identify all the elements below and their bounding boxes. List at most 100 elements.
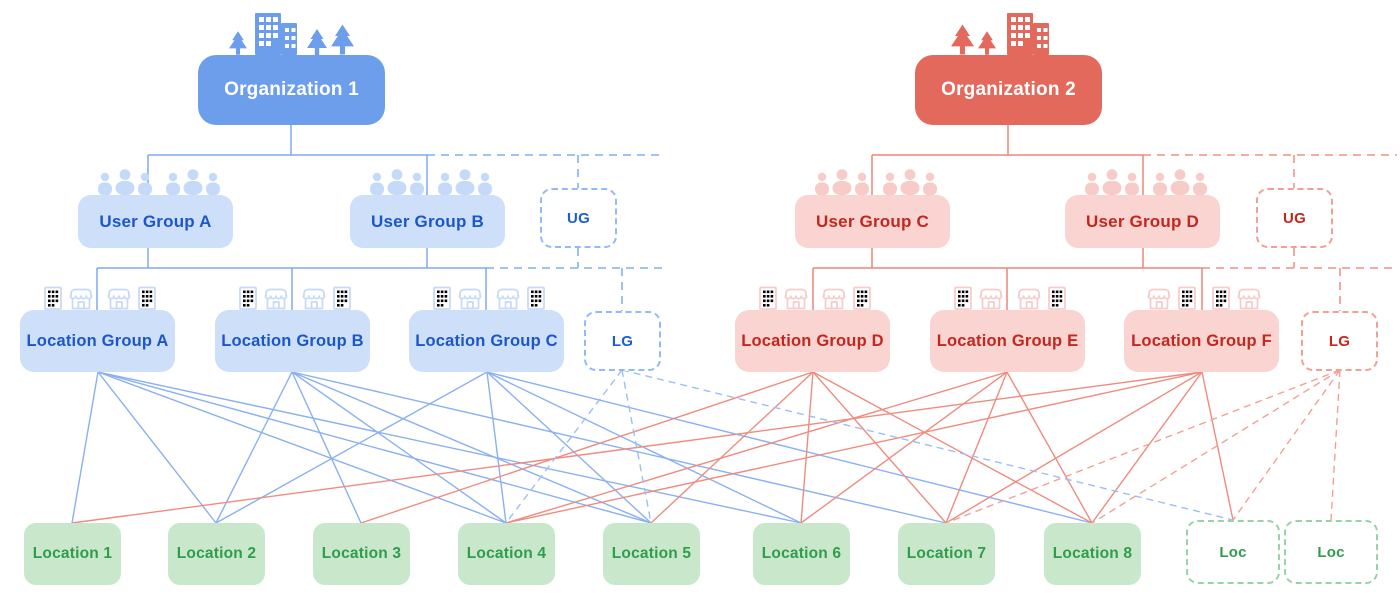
location-4-label: Location 4 [466, 545, 547, 562]
location-group-f-node: Location Group F [1124, 310, 1279, 372]
edge-lg_e-loc_8 [1006, 371, 1093, 524]
location-group-placeholder-red-node: LG [1301, 311, 1378, 371]
lg-placeholder-label: LG [611, 332, 634, 350]
location-2-label: Location 2 [176, 545, 257, 562]
storefront-building-icon [495, 286, 547, 310]
organization-buildings-trees-icon [229, 13, 354, 55]
storefront-building-icon [42, 286, 94, 310]
edge-lg_ghost_red-loc_ghost_1 [1232, 369, 1341, 521]
location-1-label: Location 1 [32, 545, 113, 562]
people-icon [811, 169, 873, 195]
loc-placeholder-label: Loc [1317, 543, 1345, 561]
edge-lg_d-loc_5 [650, 371, 814, 524]
edge-lg_c-loc_8 [486, 371, 1093, 524]
edge-lg_b-loc_7 [291, 371, 947, 524]
edge-lg_ghost_red-loc_8 [1091, 369, 1341, 524]
edge-lg_d-loc_6 [800, 371, 814, 524]
location-6-label: Location 6 [761, 545, 842, 562]
location-placeholder-node-2: Loc [1284, 520, 1378, 584]
user-group-placeholder-blue-node: UG [540, 188, 617, 248]
user-group-b-node: User Group B [350, 195, 505, 248]
edge-lg_e-loc_4 [505, 371, 1008, 524]
edge-lg_f-loc_7 [945, 371, 1203, 524]
location-group-a-node: Location Group A [20, 310, 175, 372]
edge-lg_a-loc_2 [97, 371, 217, 524]
edge-lg_ghost_blue-loc_4 [505, 369, 623, 524]
location-group-c-node: Location Group C [409, 310, 564, 372]
lg-placeholder-label: LG [1328, 332, 1351, 350]
location-7-label: Location 7 [906, 545, 987, 562]
location-group-e-label: Location Group E [936, 331, 1079, 350]
edge-lg_b-loc_4 [291, 371, 507, 524]
user-group-c-node: User Group C [795, 195, 950, 248]
location-8-node: Location 8 [1044, 523, 1141, 585]
user-group-placeholder-red-node: UG [1256, 188, 1333, 248]
edge-lg_a-loc_6 [97, 371, 802, 524]
location-1-node: Location 1 [24, 523, 121, 585]
edge-lg_a-loc_5 [97, 371, 652, 524]
organization-2-label: Organization 2 [941, 79, 1076, 100]
user-group-a-label: User Group A [99, 211, 212, 231]
edge-lg_c-loc_6 [486, 371, 802, 524]
location-group-placeholder-blue-node: LG [584, 311, 661, 371]
location-3-node: Location 3 [313, 523, 410, 585]
edge-lg_b-loc_2 [215, 371, 293, 524]
location-group-d-node: Location Group D [735, 310, 890, 372]
storefront-building-icon [1210, 286, 1262, 310]
location-5-label: Location 5 [611, 545, 692, 562]
storefront-building-icon [757, 286, 809, 310]
storefront-building-icon [1016, 286, 1068, 310]
loc-placeholder-label: Loc [1219, 543, 1247, 561]
edge-lg_b-loc_3 [291, 371, 362, 524]
edge-lg_ghost_red-loc_7 [945, 369, 1341, 524]
location-placeholder-node-1: Loc [1186, 520, 1280, 584]
location-3-label: Location 3 [321, 545, 402, 562]
location-4-node: Location 4 [458, 523, 555, 585]
edge-lg_f-loc_8 [1091, 371, 1203, 524]
location-group-b-label: Location Group B [221, 331, 364, 350]
user-group-d-label: User Group D [1086, 211, 1199, 231]
ug-placeholder-label: UG [567, 209, 590, 227]
storefront-building-icon [106, 286, 158, 310]
storefront-building-icon [821, 286, 873, 310]
user-group-d-node: User Group D [1065, 195, 1220, 248]
people-icon [434, 169, 496, 195]
user-group-c-label: User Group C [816, 211, 929, 231]
location-8-label: Location 8 [1052, 545, 1133, 562]
location-6-node: Location 6 [753, 523, 850, 585]
people-icon [366, 169, 428, 195]
storefront-building-icon [301, 286, 353, 310]
location-7-node: Location 7 [898, 523, 995, 585]
organization-1-node: Organization 1 [198, 55, 385, 125]
edge-lg_c-loc_4 [486, 371, 507, 524]
edge-lg_e-loc_6 [800, 371, 1008, 524]
location-group-e-node: Location Group E [930, 310, 1085, 372]
storefront-building-icon [1146, 286, 1198, 310]
edge-lg_e-loc_7 [945, 371, 1008, 524]
people-icon [1149, 169, 1211, 195]
storefront-building-icon [237, 286, 289, 310]
location-2-node: Location 2 [168, 523, 265, 585]
people-icon [879, 169, 941, 195]
location-group-d-label: Location Group D [741, 331, 884, 350]
location-group-f-label: Location Group F [1131, 331, 1272, 350]
edge-lg_ghost_red-loc_ghost_2 [1330, 369, 1341, 521]
location-group-a-label: Location Group A [26, 331, 169, 350]
organization-buildings-trees-icon [951, 13, 1049, 55]
edge-lg_d-loc_8 [812, 371, 1093, 524]
edge-lg_ghost_blue-loc_5 [621, 369, 652, 524]
edge-lg_f-loc_4 [505, 371, 1203, 524]
people-icon [94, 169, 156, 195]
edge-lg_a-loc_1 [71, 371, 99, 524]
edge-lg_d-loc_7 [812, 371, 947, 524]
storefront-building-icon [952, 286, 1004, 310]
edge-lg_b-loc_5 [291, 371, 652, 524]
ug-placeholder-label: UG [1283, 209, 1306, 227]
edge-lg_ghost_blue-loc_ghost_1 [621, 369, 1234, 521]
people-icon [162, 169, 224, 195]
organization-1-label: Organization 1 [224, 79, 359, 100]
user-group-b-label: User Group B [371, 211, 484, 231]
location-group-c-label: Location Group C [415, 331, 558, 350]
